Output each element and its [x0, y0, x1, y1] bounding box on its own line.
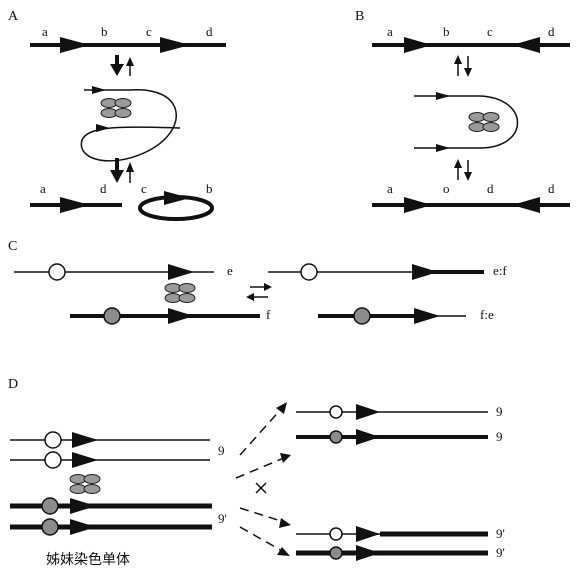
panel-b-bottom-label-d1: d [487, 181, 494, 196]
panel-c-label-e: e [227, 263, 233, 278]
panel-d-label-9-right-2: 9 [496, 429, 503, 444]
panel-b-site-arrow-2 [512, 37, 540, 53]
panel-b-product-site-2 [512, 197, 540, 213]
panel-c-centromere-filled-1 [103, 307, 121, 325]
panel-a-label: A [8, 9, 19, 24]
panel-d-product-site-3 [356, 526, 380, 542]
panel-c-site-e [168, 264, 194, 280]
panel-d-centromere-9p-a [41, 497, 59, 515]
panel-c-label-f: f [266, 307, 271, 322]
panel-c-recombinase [164, 283, 196, 303]
panel-c-site-ef [412, 264, 438, 280]
panel-d-site-9a [72, 432, 98, 448]
panel-d-product-site-2 [356, 429, 380, 445]
panel-a-top-label-d: d [206, 24, 213, 39]
panel-d-product-centromere-2 [329, 430, 343, 444]
panel-d-product-site-4 [356, 545, 380, 561]
panel-d-centromere-9b [44, 451, 62, 469]
panel-b-top-label-d: d [548, 24, 555, 39]
panel-a-recombinase [100, 98, 132, 118]
panel-c-equilibrium-arrows [246, 283, 272, 301]
panel-a-top-label-c: c [146, 24, 152, 39]
panel-a: A a b c d a d c b [8, 9, 226, 221]
panel-c-label: C [8, 239, 17, 254]
panel-a-equilibrium-arrows-1 [110, 55, 134, 76]
panel-a-product-site [60, 197, 90, 213]
panel-d-site-9p-a [70, 498, 96, 514]
panel-c-centromere-filled-2 [353, 307, 371, 325]
panel-c-site-f [168, 308, 194, 324]
panel-d: D 9 9' 姊妹染色单体 [8, 377, 505, 568]
panel-d-label-9p-right-1: 9' [496, 526, 505, 541]
panel-b-equilibrium-arrows-1 [454, 55, 472, 77]
panel-a-top-label-a: a [42, 24, 48, 39]
panel-b-top-label-c: c [487, 24, 493, 39]
panel-b-site-arrow-1 [404, 37, 432, 53]
panel-c-centromere-open-2 [300, 263, 318, 281]
panel-b: B a b c d a o d d [355, 9, 570, 213]
panel-c-label-ef: e:f [493, 263, 507, 278]
panel-a-bottom-label-c: c [141, 181, 147, 196]
panel-b-label: B [355, 9, 364, 24]
panel-d-label-9p-right-2: 9' [496, 545, 505, 560]
panel-b-bottom-label-a: a [387, 181, 393, 196]
panel-a-bottom-label-d: d [100, 181, 107, 196]
panel-a-loop-intermediate [80, 86, 181, 162]
panel-d-product-centromere-1 [329, 405, 343, 419]
panel-b-top-label-b: b [443, 24, 450, 39]
panel-d-centromere-9a [44, 431, 62, 449]
panel-d-dashed-arrows [235, 402, 291, 556]
panel-d-label-9-right-1: 9 [496, 404, 503, 419]
panel-a-bottom-label-a: a [40, 181, 46, 196]
panel-d-site-9b [72, 452, 98, 468]
panel-a-bottom-label-b: b [206, 181, 213, 196]
panel-a-circle-site [164, 191, 190, 205]
panel-d-product-site-1 [356, 404, 380, 420]
panel-d-recombinase [69, 474, 101, 494]
panel-c-label-fe: f:e [480, 307, 494, 322]
panel-d-label: D [8, 377, 18, 392]
panel-a-top-label-b: b [101, 24, 108, 39]
panel-d-product-centromere-3 [329, 527, 343, 541]
panel-a-site-arrow-1 [60, 37, 90, 53]
panel-c-site-fe [414, 308, 440, 324]
panel-a-site-arrow-2 [160, 37, 190, 53]
panel-b-product-site-1 [404, 197, 432, 213]
panel-d-label-9-left: 9 [218, 443, 225, 458]
panel-b-recombinase [468, 112, 500, 132]
panel-d-site-9p-b [70, 519, 96, 535]
panel-b-loop-intermediate [414, 92, 519, 152]
panel-b-top-label-a: a [387, 24, 393, 39]
panel-b-bottom-label-o: o [443, 181, 450, 196]
panel-b-equilibrium-arrows-2 [454, 159, 472, 181]
panel-d-label-9p-left: 9' [218, 511, 227, 526]
panel-c: C e f e:f f:e [8, 239, 507, 325]
panel-a-equilibrium-arrows-2 [110, 158, 134, 183]
panel-b-bottom-label-d2: d [548, 181, 555, 196]
panel-d-product-centromere-4 [329, 546, 343, 560]
panel-d-caption-sister-chromatids: 姊妹染色单体 [46, 551, 130, 568]
panel-c-centromere-open-1 [48, 263, 66, 281]
panel-d-centromere-9p-b [41, 518, 59, 536]
